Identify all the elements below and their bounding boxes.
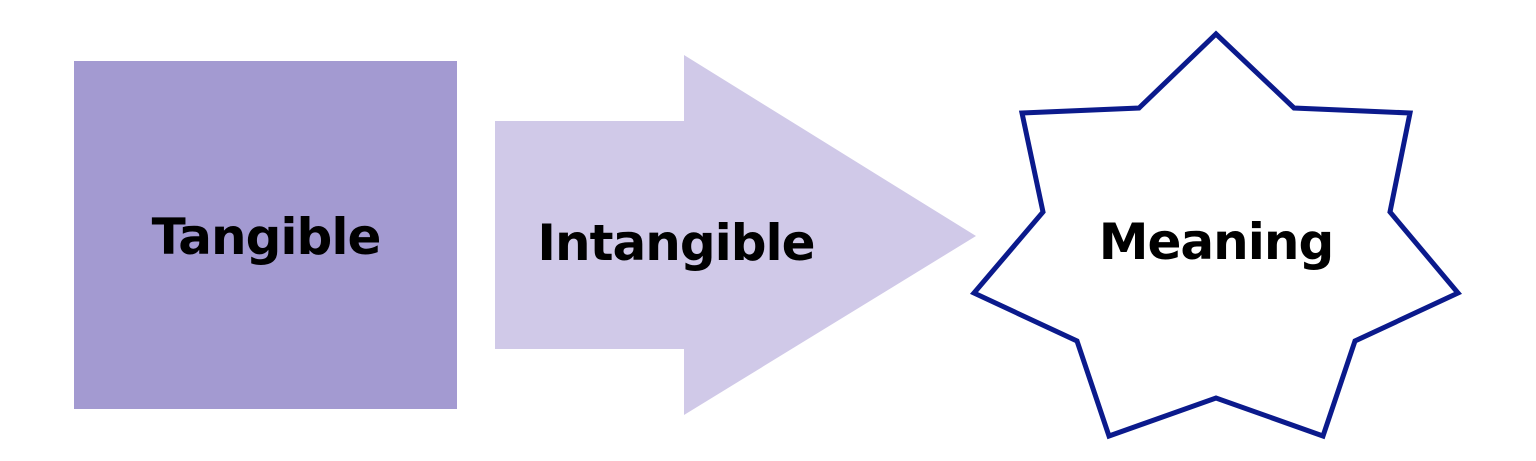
meaning-label: Meaning <box>1099 213 1334 271</box>
intangible-node: Intangible <box>495 55 976 415</box>
meaning-star <box>969 30 1463 440</box>
meaning-node: Meaning <box>969 30 1463 440</box>
intangible-label: Intangible <box>537 214 814 272</box>
tangible-label: Tangible <box>152 208 381 266</box>
intangible-arrow <box>495 55 976 415</box>
tangible-node: Tangible <box>74 61 457 409</box>
tangible-square <box>74 61 457 409</box>
